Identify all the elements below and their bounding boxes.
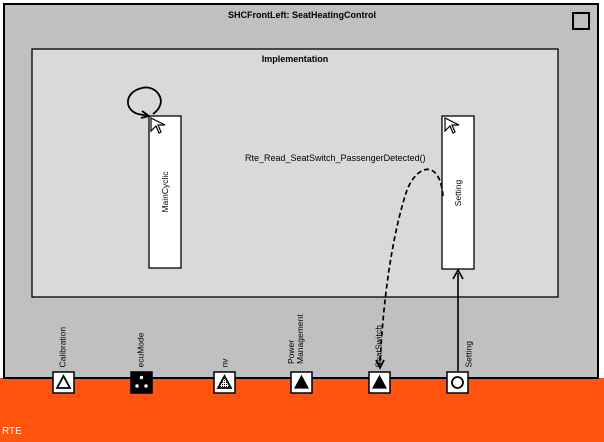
port-label-calibration: Calibration [57,308,68,368]
runnable-maincyclic[interactable] [148,115,182,269]
implementation-box [31,48,559,298]
component-title: SHCFrontLeft: SeatHeatingControl [228,10,376,20]
runnable-setting[interactable] [441,115,475,270]
api-call-label: Rte_Read_SeatSwitch_PassengerDetected() [245,153,426,163]
implementation-title: Implementation [261,54,329,64]
calibration-icon [55,374,72,389]
port-calibration[interactable] [52,371,75,394]
port-label-line: ecuMode [135,332,146,368]
port-ecumode[interactable] [130,371,153,394]
port-seatswitch[interactable] [368,371,391,394]
mode-dots-icon [135,375,148,388]
seatswitch-triangle-icon [371,374,388,389]
port-label-ecumode: ecuMode [135,308,146,368]
port-label-line: Calibration [57,326,68,368]
rte-label: RTE [2,426,22,437]
runnable-label-maincyclic: MainCyclic [160,171,170,213]
cyclic-loop-arrow [127,86,162,117]
port-label-setting: Setting [463,308,474,368]
port-setting[interactable] [446,371,469,394]
runnable-label-setting: Setting [453,179,463,207]
port-label-nv: nv [219,308,230,368]
setting-circle-icon [451,376,464,389]
runnable-trigger-icon [444,117,460,134]
port-power-management[interactable] [290,371,313,394]
runnable-trigger-icon [150,117,166,134]
nv-triangle-icon [216,374,233,389]
port-label-line: nv [219,358,230,368]
port-label-line: SeatSwitch [373,324,384,368]
data-access-line [379,168,444,366]
port-label-line: Management [295,314,305,364]
port-label-line: Setting [463,341,474,368]
port-label-power-management: Power Management [286,304,305,364]
port-nv[interactable] [213,371,236,394]
composite-icon [572,12,590,30]
port-label-seatswitch: SeatSwitch [373,308,384,368]
power-triangle-icon [293,374,310,389]
